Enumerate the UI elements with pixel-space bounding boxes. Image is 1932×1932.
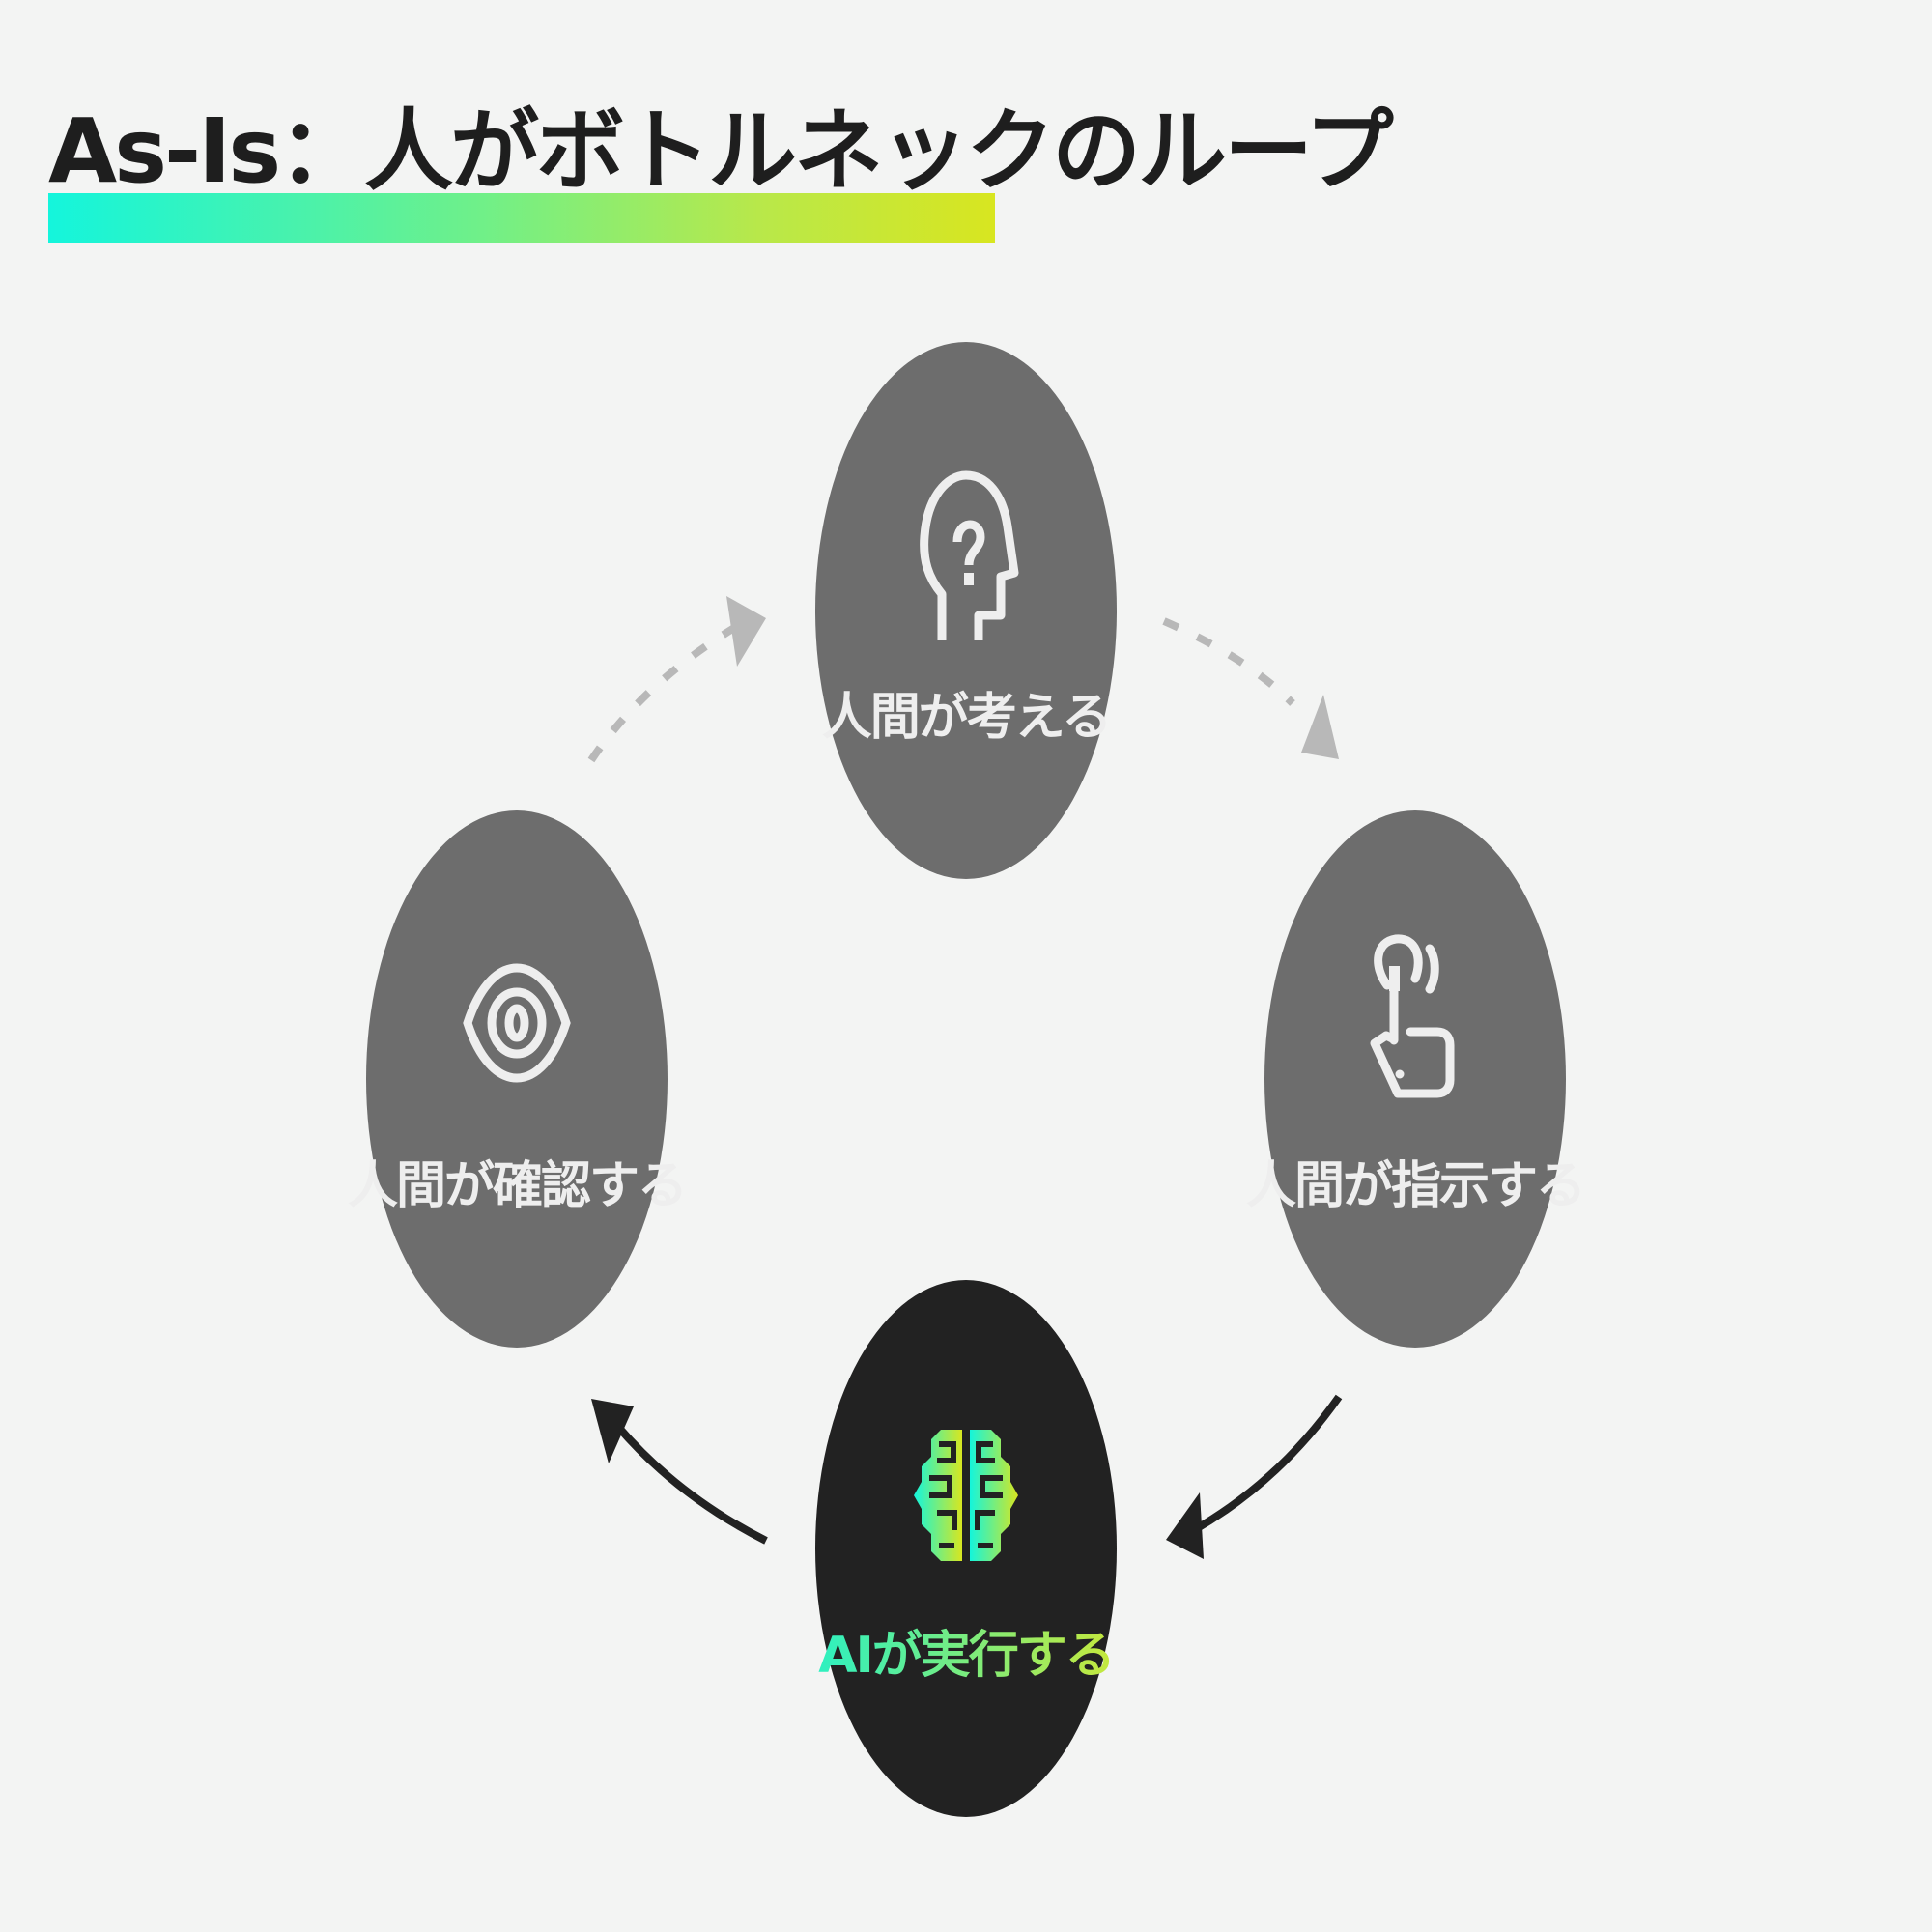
eye-icon [463,963,571,1083]
brain-chip-icon [914,1430,1018,1561]
arrowhead [726,596,766,667]
edge-confirm-to-think [587,596,766,763]
question-dot [964,573,974,585]
node-think: 人間が考える [815,342,1117,879]
page-title: As-Is：人がボトルネックのループ [48,99,1394,203]
edge-execute-to-confirm [591,1399,768,1545]
head-question-icon [920,470,1019,640]
edge-instruct-to-execute [1166,1394,1343,1559]
edge-think-to-instruct [1162,617,1339,759]
node-label: 人間が確認する [348,1157,686,1215]
node-label: 人間が指示する [1246,1157,1584,1215]
arrowhead [591,1399,634,1463]
tap-hand-icon [1370,934,1455,1098]
node-label: AIが実行する [818,1627,1114,1685]
arrowhead [1301,695,1339,759]
title-highlight-band [48,193,995,243]
finger-tip [1389,966,1400,991]
node-instruct: 人間が指示する [1246,810,1586,1348]
node-label: 人間が考える [822,689,1110,747]
node-execute: AIが実行する [815,1280,1117,1817]
node-confirm: 人間が確認する [348,810,688,1348]
arrowhead [1166,1492,1204,1559]
